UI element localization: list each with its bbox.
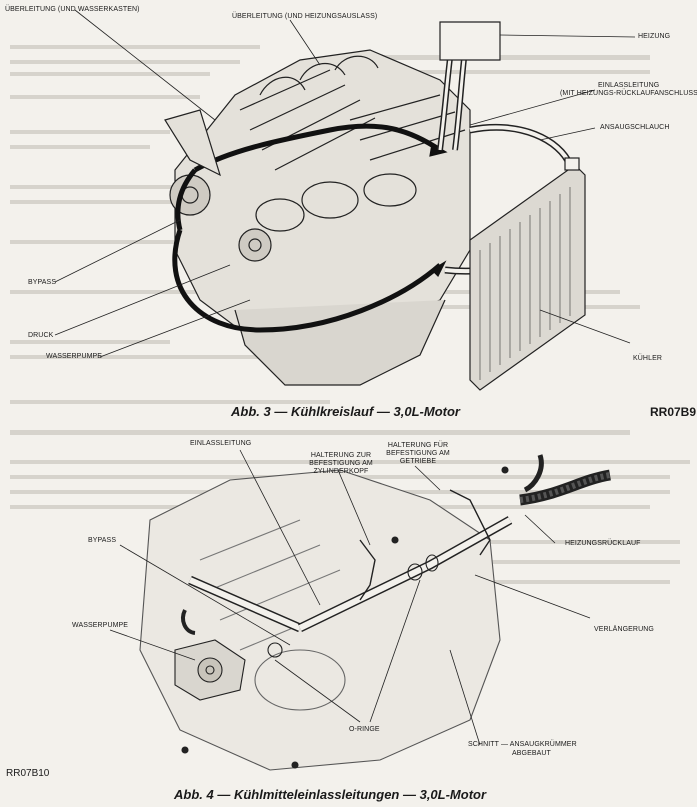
label-schnitt-abgebaut: ABGEBAUT: [512, 750, 551, 757]
figure3-caption: Abb. 3 — Kühlkreislauf — 3,0L-Motor: [231, 404, 460, 419]
label-wasserpumpe: WASSERPUMPE: [46, 353, 103, 360]
label-druck: DRUCK: [28, 332, 54, 339]
label-kuehler: KÜHLER: [633, 355, 662, 362]
label-wasserpumpe-fig4: WASSERPUMPE: [72, 622, 129, 629]
label-ansaugschlauch: ANSAUGSCHLAUCH: [600, 124, 670, 131]
label-ueberleitung-wasserkasten: ÜBERLEITUNG (UND WASSERKASTEN): [5, 6, 140, 13]
label-ueberleitung-heizungsauslass: ÜBERLEITUNG (UND HEIZUNGSAUSLASS): [232, 13, 378, 20]
figure3-code: RR07B9: [650, 405, 697, 419]
label-schnitt: SCHNITT — ANSAUGKRÜMMER: [468, 741, 577, 748]
label-bypass: BYPASS: [28, 279, 57, 286]
figure3-leader-lines: [54, 9, 636, 358]
figure4-code: RR07B10: [6, 768, 50, 779]
figure3-illustration: [164, 21, 586, 391]
label-heizung: HEIZUNG: [638, 33, 671, 40]
label-einlassleitung-fig4: EINLASSLEITUNG: [190, 440, 252, 447]
label-halterung-getriebe: HALTERUNG FÜR BEFESTIGUNG AM GETRIEBE: [386, 442, 450, 465]
figure4-leader-lines: [109, 449, 591, 746]
label-o-ringe: O-RINGE: [349, 726, 380, 733]
label-halterung-zylinderkopf: HALTERUNG ZUR BEFESTIGUNG AM ZYLINDERKOP…: [309, 452, 373, 475]
label-verlaengerung: VERLÄNGERUNG: [594, 626, 654, 633]
label-einlassleitung-detail: (MIT HEIZUNGS-RÜCKLAUFANSCHLUSS): [560, 90, 697, 97]
figure4-caption: Abb. 4 — Kühlmitteleinlassleitungen — 3,…: [174, 787, 487, 802]
label-heizungsruecklauf: HEIZUNGSRÜCKLAUF: [565, 540, 641, 547]
label-einlassleitung: EINLASSLEITUNG: [598, 82, 660, 89]
figure4-illustration: [139, 454, 612, 771]
label-bypass-fig4: BYPASS: [88, 537, 117, 544]
